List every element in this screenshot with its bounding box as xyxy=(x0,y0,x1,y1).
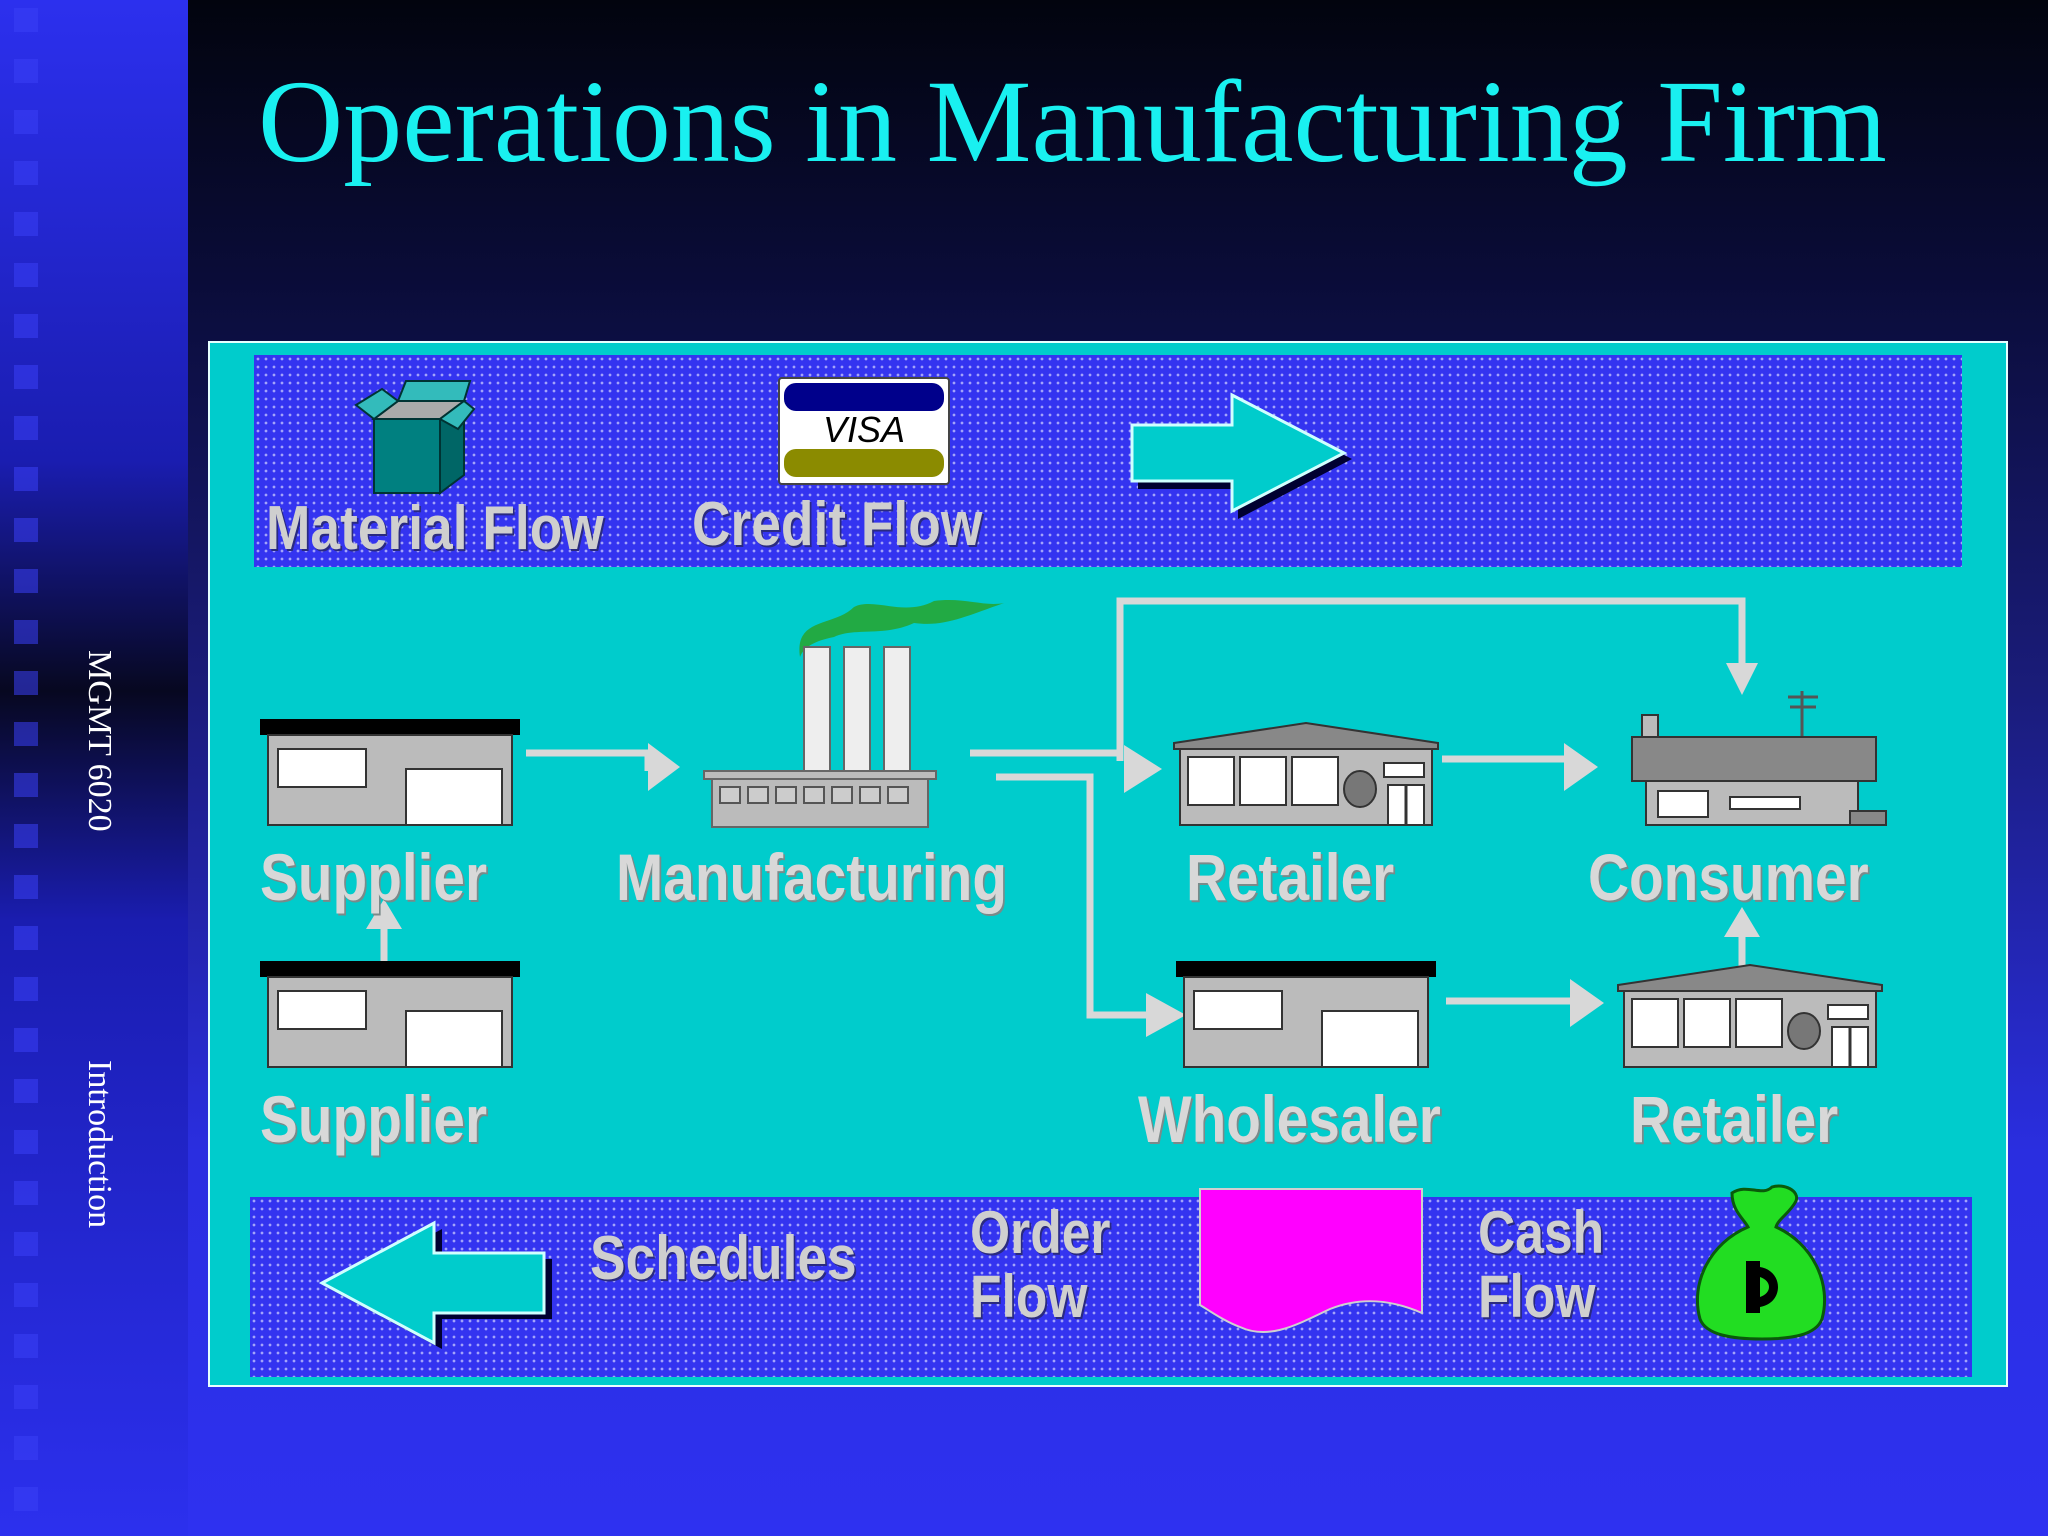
consumer-label: Consumer xyxy=(1588,840,1869,914)
sidebar-square xyxy=(14,671,38,695)
card-brand: VISA xyxy=(822,409,906,450)
order-flow-label: Order Flow xyxy=(970,1199,1111,1330)
credit-card-icon: VISA xyxy=(778,377,950,485)
sidebar-square xyxy=(14,620,38,644)
retailer-label-1: Retailer xyxy=(1186,840,1395,914)
sidebar-square xyxy=(14,1232,38,1256)
box-icon xyxy=(354,380,476,495)
sidebar-square xyxy=(14,926,38,950)
sidebar-square xyxy=(14,518,38,542)
arrowhead xyxy=(1724,907,1760,937)
sidebar-square xyxy=(14,59,38,83)
slide-section: Introduction xyxy=(81,1060,118,1229)
sidebar-square xyxy=(14,314,38,338)
arrowhead xyxy=(1124,745,1162,793)
warehouse-icon xyxy=(1176,961,1436,1068)
slide-title: Operations in Manufacturing Firm xyxy=(258,56,1887,187)
sidebar-square xyxy=(14,824,38,848)
arrowhead xyxy=(1146,993,1186,1037)
sidebar-square xyxy=(14,1436,38,1460)
sidebar-square xyxy=(14,977,38,1001)
material-flow-label: Material Flow xyxy=(266,494,604,563)
sidebar-square xyxy=(14,1130,38,1154)
sidebar-square xyxy=(14,161,38,185)
sidebar-square xyxy=(14,1079,38,1103)
slide-sidebar xyxy=(0,0,188,1536)
sidebar-square xyxy=(14,875,38,899)
money-bag-icon xyxy=(1695,1184,1827,1341)
arrowhead xyxy=(366,899,402,929)
document-icon xyxy=(1199,1188,1423,1334)
supplier-label-1: Supplier xyxy=(260,840,488,914)
flow-diagram: VISA Material Flow Credit Flow xyxy=(208,341,2008,1387)
right-arrow-icon xyxy=(1130,392,1352,519)
sidebar-square xyxy=(14,1385,38,1409)
sidebar-square xyxy=(14,110,38,134)
sidebar-square xyxy=(14,722,38,746)
retailer-label-2: Retailer xyxy=(1630,1082,1839,1156)
legend-band-top xyxy=(254,355,1962,567)
sidebar-square xyxy=(14,212,38,236)
flow-connectors xyxy=(366,597,1760,1037)
factory-icon xyxy=(703,600,1004,828)
sidebar-square xyxy=(14,467,38,491)
supplier-label-2: Supplier xyxy=(260,1082,488,1156)
wholesaler-label: Wholesaler xyxy=(1138,1082,1441,1156)
left-arrow-icon xyxy=(318,1220,552,1349)
course-code: MGMT 6020 xyxy=(81,650,118,832)
credit-flow-label: Credit Flow xyxy=(692,490,983,559)
warehouse-icon xyxy=(260,961,520,1068)
house-icon xyxy=(1631,691,1887,826)
sidebar-square xyxy=(14,1334,38,1358)
sidebar-square xyxy=(14,1487,38,1511)
warehouse-icon xyxy=(260,719,520,826)
sidebar-square xyxy=(14,569,38,593)
sidebar-square xyxy=(14,416,38,440)
arrowhead xyxy=(1564,743,1598,791)
schedules-label: Schedules xyxy=(590,1224,857,1293)
store-icon xyxy=(1173,721,1439,826)
cash-flow-label: Cash Flow xyxy=(1478,1199,1605,1330)
store-icon xyxy=(1617,963,1883,1068)
sidebar-square xyxy=(14,365,38,389)
sidebar-square xyxy=(14,773,38,797)
sidebar-square xyxy=(14,263,38,287)
sidebar-square xyxy=(14,1283,38,1307)
arrowhead xyxy=(648,743,680,791)
sidebar-square xyxy=(14,1181,38,1205)
manufacturing-label: Manufacturing xyxy=(616,840,1008,914)
sidebar-square xyxy=(14,1028,38,1052)
arrowhead xyxy=(1570,979,1604,1027)
sidebar-square xyxy=(14,8,38,32)
arrowhead xyxy=(1726,663,1758,695)
